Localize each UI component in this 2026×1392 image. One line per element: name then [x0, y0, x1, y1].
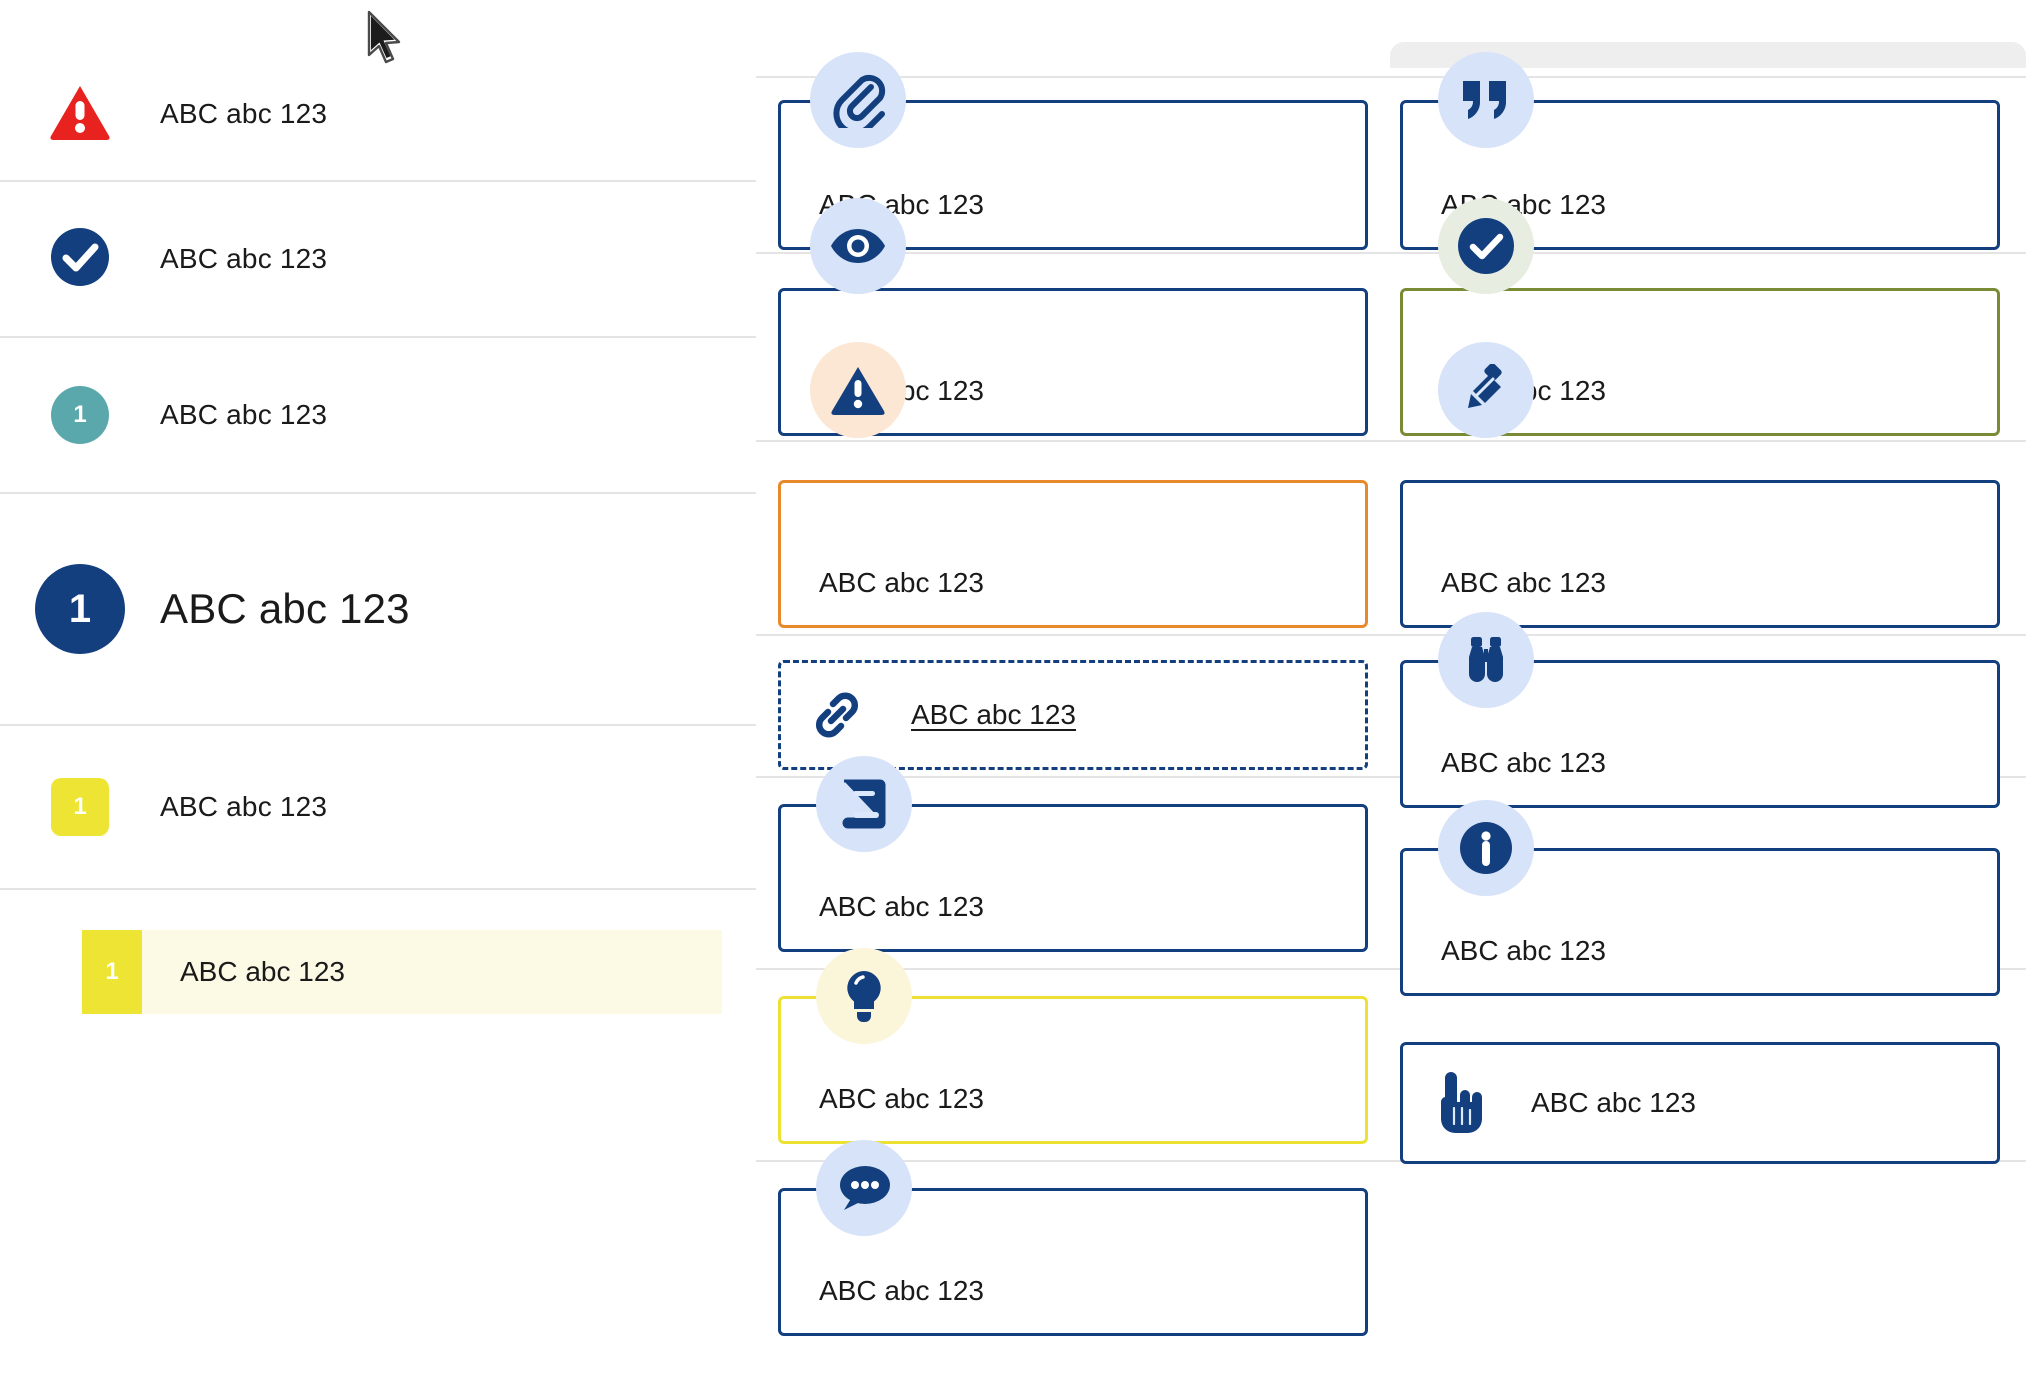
- sidebar-item-highlighted[interactable]: 1 ABC abc 123: [82, 930, 722, 1014]
- card-link-label[interactable]: ABC abc 123: [911, 699, 1076, 730]
- sidebar-item-label: ABC abc 123: [160, 399, 328, 430]
- sidebar-badge-slot: 1: [0, 386, 160, 444]
- comment-bubble-icon: [816, 1140, 912, 1236]
- sidebar: ABC abc 123 ABC abc 123 1 ABC abc 123: [0, 0, 756, 1392]
- sidebar-badge-slot: 1: [0, 564, 160, 654]
- card-label: ABC abc 123: [819, 1083, 984, 1114]
- check-circle-icon: [1438, 198, 1534, 294]
- sidebar-item-step-teal[interactable]: 1 ABC abc 123: [0, 336, 756, 492]
- card-warning[interactable]: ABC abc 123: [778, 480, 1368, 628]
- step-number-badge-highlighted: 1: [82, 930, 142, 1014]
- card-edit[interactable]: ABC abc 123: [1400, 480, 2000, 628]
- step-number-badge-large: 1: [35, 564, 125, 654]
- column-rule: [756, 968, 2026, 970]
- sidebar-divider: [0, 888, 756, 890]
- column-rule: [756, 252, 2026, 254]
- sidebar-badge-slot: 1: [0, 778, 160, 836]
- card-label: ABC abc 123: [1441, 567, 1606, 598]
- column-rule: [756, 634, 2026, 636]
- book-icon: [816, 756, 912, 852]
- quote-icon: [1438, 52, 1534, 148]
- column-rule: [756, 1160, 2026, 1162]
- alert-triangle-icon: [49, 84, 111, 145]
- card-comment[interactable]: ABC abc 123: [778, 1188, 1368, 1336]
- card-label: ABC abc 123: [819, 567, 984, 598]
- info-icon: [1438, 800, 1534, 896]
- card-label: ABC abc 123: [1531, 1087, 1696, 1118]
- sidebar-badge-slot: [0, 227, 160, 291]
- sidebar-item-label: ABC abc 123: [160, 243, 328, 274]
- sidebar-item-highlighted-label: ABC abc 123: [180, 956, 345, 987]
- binoculars-icon: [1438, 612, 1534, 708]
- card-label: ABC abc 123: [1441, 747, 1606, 778]
- card-label: ABC abc 123: [1441, 935, 1606, 966]
- column-rule: [756, 76, 2026, 78]
- step-number-badge: 1: [51, 386, 109, 444]
- check-circle-icon: [51, 227, 109, 291]
- paperclip-icon: [810, 52, 906, 148]
- pointing-hand-icon: [1431, 1072, 1483, 1134]
- link-chain-icon: [811, 689, 863, 741]
- card-label: ABC abc 123: [819, 1275, 984, 1306]
- card-link[interactable]: ABC abc 123: [778, 660, 1368, 770]
- sidebar-item-label: ABC abc 123: [160, 791, 328, 822]
- card-action[interactable]: ABC abc 123: [1400, 1042, 2000, 1164]
- sidebar-item-label: ABC abc 123: [160, 98, 328, 129]
- step-number-badge-square: 1: [51, 778, 109, 836]
- sidebar-item-label-large: ABC abc 123: [160, 585, 410, 632]
- sidebar-item-step-yellow[interactable]: 1 ABC abc 123: [0, 724, 756, 888]
- sidebar-item-success[interactable]: ABC abc 123: [0, 180, 756, 336]
- sidebar-item-alert[interactable]: ABC abc 123: [0, 48, 756, 180]
- pencil-icon: [1438, 342, 1534, 438]
- warning-triangle-icon: [810, 342, 906, 438]
- eye-icon: [810, 198, 906, 294]
- mouse-cursor: [366, 10, 406, 68]
- column-rule: [756, 440, 2026, 442]
- lightbulb-icon: [816, 948, 912, 1044]
- card-label: ABC abc 123: [819, 891, 984, 922]
- sidebar-item-step-primary[interactable]: 1 ABC abc 123: [0, 492, 756, 724]
- column-rule: [756, 776, 2026, 778]
- sidebar-badge-slot: [0, 84, 160, 145]
